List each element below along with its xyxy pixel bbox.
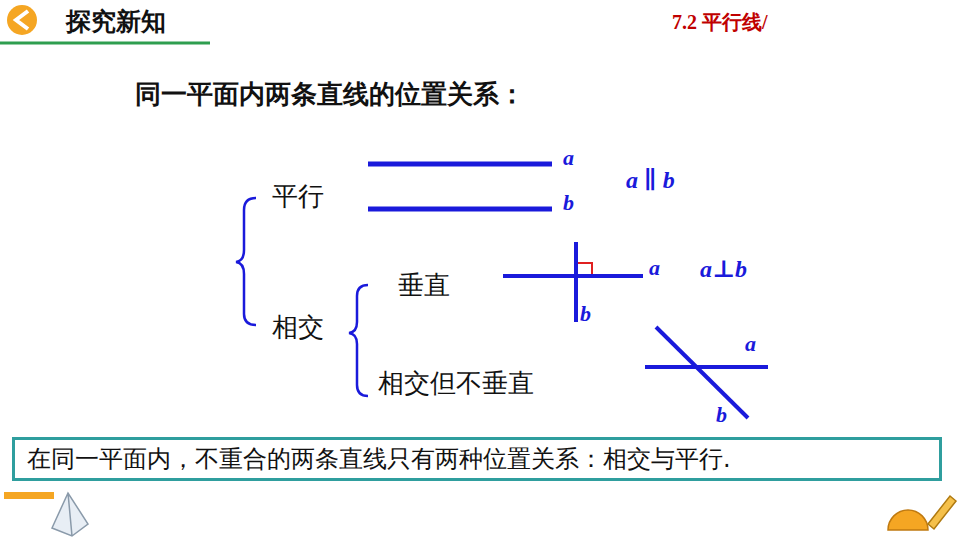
section-tag: 7.2 平行线/ [672,11,768,34]
relation-notation: a⊥b [700,256,747,284]
category-label: 平行 [272,182,324,212]
line-name: a [745,331,756,356]
category-label: 垂直 [398,271,450,301]
line-a [645,365,768,369]
category-label: 相交但不垂直 [378,369,534,399]
conclusion-box: 在同一平面内，不重合的两条直线只有两种位置关系：相交与平行. [12,437,942,481]
line-b [574,242,578,322]
header-icon [7,5,37,35]
brace [236,198,256,325]
decor-bar [4,492,54,499]
relation-notation: a ∥ b [626,167,675,195]
brace [349,285,368,396]
line-name: b [563,190,574,215]
right-angle-mark [578,263,592,274]
header-icon-arrow [16,11,28,29]
conclusion-text: 在同一平面内，不重合的两条直线只有两种位置关系：相交与平行. [27,443,731,475]
slide-title: 同一平面内两条直线的位置关系： [135,80,525,110]
line-name: a [563,145,574,170]
line-name: b [716,402,727,427]
line-a [503,274,643,278]
category-label: 相交 [272,313,324,343]
pyramid-icon [52,493,88,536]
header-title: 探究新知 [66,8,166,37]
pencil-icon [928,496,956,529]
line-b [656,327,748,418]
line-name: a [649,255,660,280]
header-underline [0,42,210,45]
line-b [368,207,552,212]
protractor-icon [888,510,928,530]
line-name: b [580,301,591,326]
line-a [368,162,552,167]
